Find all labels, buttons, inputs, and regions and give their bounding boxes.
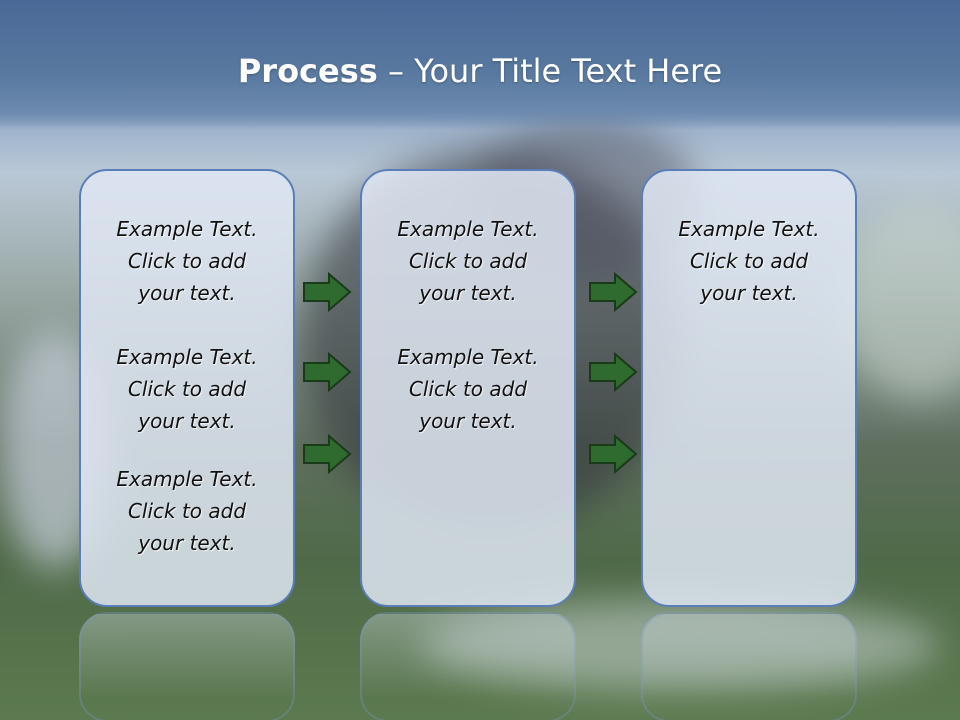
background-photo-shape <box>840 200 960 400</box>
right-arrow-icon[interactable] <box>302 434 352 474</box>
process-step-box-3[interactable]: Example Text. Click to add your text. <box>641 169 857 607</box>
text-line: your text. <box>138 531 236 555</box>
slide-title[interactable]: Process – Your Title Text Here <box>0 52 960 90</box>
title-rest-part: – Your Title Text Here <box>377 52 723 90</box>
process-step-box-2[interactable]: Example Text. Click to add your text. Ex… <box>360 169 576 607</box>
box-reflection <box>360 612 576 720</box>
right-arrow-icon[interactable] <box>588 272 638 312</box>
text-placeholder[interactable]: Example Text. Click to add your text. <box>643 213 855 309</box>
background-photo-shape <box>420 600 940 690</box>
text-line: Example Text. <box>116 467 258 491</box>
text-placeholder[interactable]: Example Text. Click to add your text. <box>362 213 574 309</box>
text-line: Example Text. <box>397 345 539 369</box>
right-arrow-icon[interactable] <box>302 272 352 312</box>
process-step-box-1[interactable]: Example Text. Click to add your text. Ex… <box>79 169 295 607</box>
text-line: Click to add <box>127 499 247 523</box>
text-line: your text. <box>419 281 517 305</box>
title-bold-part: Process <box>237 52 378 90</box>
text-placeholder[interactable]: Example Text. Click to add your text. <box>81 341 293 437</box>
right-arrow-icon[interactable] <box>588 352 638 392</box>
text-line: Example Text. <box>116 345 258 369</box>
text-line: your text. <box>138 409 236 433</box>
text-line: your text. <box>138 281 236 305</box>
text-line: Example Text. <box>678 217 820 241</box>
text-line: Click to add <box>408 249 528 273</box>
text-line: your text. <box>700 281 798 305</box>
text-line: Click to add <box>127 377 247 401</box>
box-reflection <box>79 612 295 720</box>
text-line: Example Text. <box>397 217 539 241</box>
text-placeholder[interactable]: Example Text. Click to add your text. <box>81 463 293 559</box>
text-line: Click to add <box>689 249 809 273</box>
box-reflection <box>641 612 857 720</box>
text-line: Example Text. <box>116 217 258 241</box>
text-placeholder[interactable]: Example Text. Click to add your text. <box>362 341 574 437</box>
text-line: Click to add <box>408 377 528 401</box>
right-arrow-icon[interactable] <box>302 352 352 392</box>
right-arrow-icon[interactable] <box>588 434 638 474</box>
title-banner <box>0 0 960 130</box>
text-line: your text. <box>419 409 517 433</box>
text-line: Click to add <box>127 249 247 273</box>
text-placeholder[interactable]: Example Text. Click to add your text. <box>81 213 293 309</box>
